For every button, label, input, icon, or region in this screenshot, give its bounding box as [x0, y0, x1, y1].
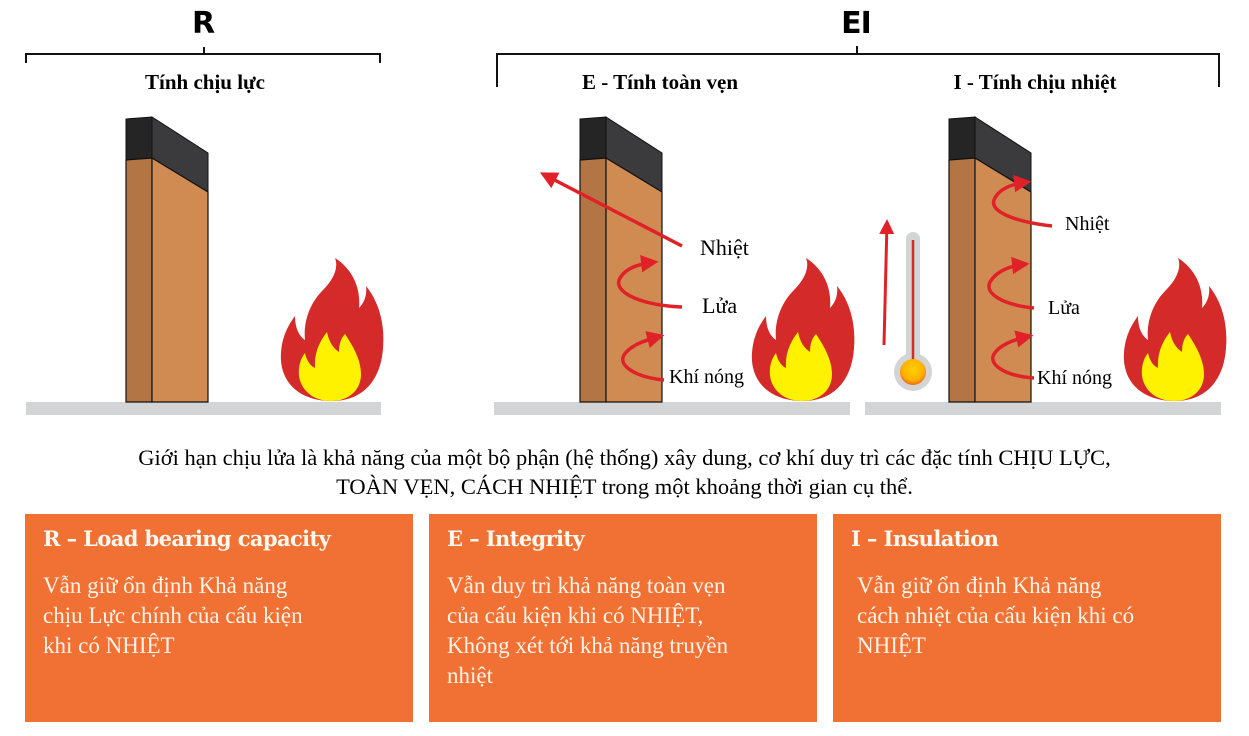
ground-i [865, 402, 1221, 415]
flame-icon [1123, 258, 1227, 401]
card-title: R – Load bearing capacity [43, 526, 331, 551]
card-title: I – Insulation [851, 526, 999, 551]
panel-title-r: Tính chịu lực [145, 70, 265, 94]
bracket-r [25, 53, 381, 55]
card-line: khi có NHIỆT [43, 633, 175, 658]
bracket-ei [496, 53, 1220, 55]
thermometer-icon [894, 232, 932, 391]
card-integrity: E – Integrity Vẫn duy trì khả năng toàn … [429, 514, 817, 722]
flame-icon [751, 258, 855, 401]
card-body: Vẫn giữ ổn định Khả năng chịu Lực chính … [43, 571, 395, 661]
card-line: nhiệt [447, 663, 493, 688]
card-line: Vẫn giữ ổn định Khả năng [43, 573, 288, 598]
panel-title-e: E - Tính toàn vẹn [582, 70, 738, 94]
card-line: Vẫn duy trì khả năng toàn vẹn [447, 573, 726, 598]
label-hot-gas-e: Khí nóng [669, 366, 744, 388]
bracket-r-right-tick [379, 53, 381, 63]
group-letter-ei: EI [841, 6, 872, 41]
bracket-ei-right-tick [1218, 53, 1220, 87]
bracket-r-left-tick [25, 53, 27, 63]
label-heat-i: Nhiệt [1065, 213, 1110, 235]
wall-r [125, 116, 209, 403]
caption-line-1: Giới hạn chịu lửa là khả năng của một bộ… [138, 445, 1111, 470]
card-line: chịu Lực chính của cấu kiện [43, 603, 303, 628]
label-fire-e: Lửa [702, 293, 738, 318]
label-heat-e: Nhiệt [700, 235, 749, 260]
panel-title-i: I - Tính chịu nhiệt [953, 70, 1117, 94]
wall-side [125, 157, 153, 403]
ground-e [494, 402, 850, 415]
card-load-bearing: R – Load bearing capacity Vẫn giữ ổn địn… [25, 514, 413, 722]
card-body: Vẫn duy trì khả năng toàn vẹn của cấu ki… [447, 571, 799, 691]
card-body: Vẫn giữ ổn định Khả năng cách nhiệt của … [851, 571, 1203, 661]
group-letter-r: R [191, 6, 215, 41]
definition-caption: Giới hạn chịu lửa là khả năng của một bộ… [0, 443, 1249, 501]
wall-front [151, 156, 209, 403]
bracket-ei-center-tick [856, 46, 858, 54]
card-line: NHIỆT [857, 633, 926, 658]
ground-r [26, 402, 381, 415]
wall-top-side [125, 116, 153, 161]
bracket-ei-left-tick [496, 53, 498, 87]
card-line: Không xét tới khả năng truyền [447, 633, 729, 658]
card-insulation: I – Insulation Vẫn giữ ổn định Khả năng … [833, 514, 1221, 722]
card-line: Vẫn giữ ổn định Khả năng [857, 573, 1102, 598]
card-line: cách nhiệt của cấu kiện khi có [857, 603, 1135, 628]
caption-line-2: TOÀN VẸN, CÁCH NHIỆT trong một khoảng th… [336, 474, 913, 499]
bracket-r-center-tick [203, 47, 205, 54]
wall-i [948, 116, 1032, 403]
card-title: E – Integrity [447, 526, 585, 551]
temperature-rise-arrow [879, 219, 895, 346]
flame-icon [280, 258, 384, 401]
card-line: của cấu kiện khi có NHIỆT, [447, 603, 704, 628]
wall-e [579, 116, 663, 403]
label-hot-gas-i: Khí nóng [1037, 367, 1112, 389]
label-fire-i: Lửa [1048, 297, 1080, 319]
